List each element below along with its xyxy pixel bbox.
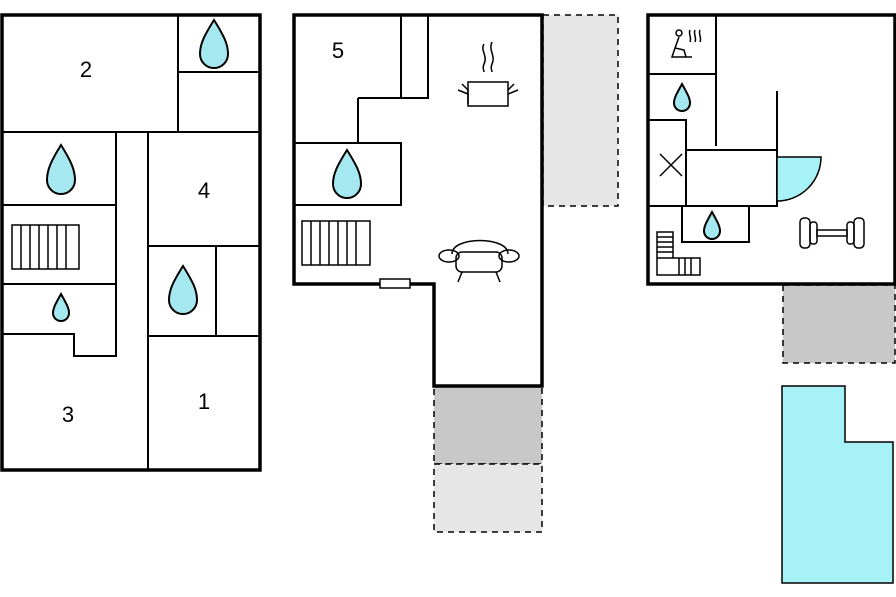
outer-wall	[646, 13, 896, 286]
terrace-dark	[782, 284, 896, 364]
sofa-icon	[438, 239, 520, 283]
water-drop-icon	[198, 18, 230, 69]
floor-plan-left: 2 4 3 1	[0, 13, 262, 472]
staircase-icon	[301, 220, 371, 266]
interior-walls	[294, 15, 429, 206]
floor-plan-middle: 5	[292, 13, 619, 533]
outer-wall	[292, 13, 544, 388]
water-drop-icon	[167, 264, 199, 315]
outer-wall	[0, 13, 262, 472]
room-label-5: 5	[332, 38, 344, 63]
interior-walls	[2, 15, 260, 470]
room-label-1: 1	[198, 389, 210, 414]
water-drop-icon	[702, 209, 722, 240]
door-swing	[776, 156, 822, 202]
water-drop-icon	[331, 148, 363, 199]
terrace-lower-dark	[433, 385, 543, 465]
dumbbell-icon	[799, 217, 865, 249]
shaft-cross-icon	[659, 153, 683, 177]
staircase-icon	[11, 224, 80, 270]
terrace-lower-light	[433, 463, 543, 533]
room-label-2: 2	[80, 57, 92, 82]
water-drop-icon	[45, 143, 77, 195]
cooking-pot-icon	[457, 41, 519, 107]
sauna-icon	[670, 29, 702, 58]
water-drop-icon	[51, 291, 71, 322]
pool	[781, 385, 894, 584]
interior-walls	[648, 15, 778, 243]
terrace-right	[542, 14, 619, 207]
room-label-4: 4	[198, 178, 210, 203]
room-label-3: 3	[62, 402, 74, 427]
floor-plan-right	[646, 13, 896, 584]
water-drop-icon	[672, 81, 692, 112]
staircase-icon	[656, 231, 701, 276]
window	[379, 278, 411, 289]
